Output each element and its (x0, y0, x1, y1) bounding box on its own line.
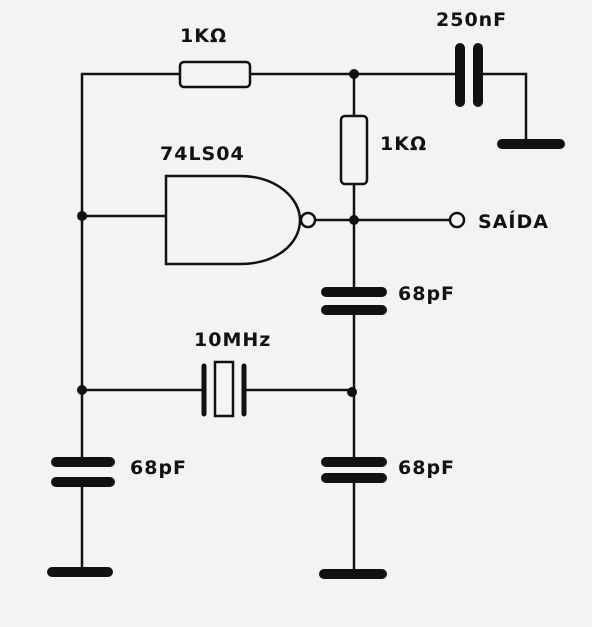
resistor-r2: 1KΩ (339, 114, 427, 186)
output-terminal-icon (448, 211, 466, 229)
wires (80, 72, 528, 574)
crystal-10mhz: 10MHz (194, 329, 271, 418)
crystal-label: 10MHz (194, 329, 271, 351)
resistor-r1: 1KΩ (178, 25, 252, 89)
inverter-bubble-icon (299, 211, 317, 229)
inverter-gate-label: 74LS04 (160, 143, 245, 165)
junction-top-right (349, 69, 359, 79)
junction-output (349, 215, 359, 225)
junction-crystal-right (347, 387, 357, 397)
output-terminal: SAÍDA (448, 210, 549, 233)
capacitor-68pf-right-label: 68pF (398, 457, 455, 479)
output-label: SAÍDA (478, 210, 549, 233)
capacitor-250nf: 250nF (436, 9, 507, 107)
resistor-r2-body (339, 114, 369, 186)
resistor-r1-label: 1KΩ (180, 25, 227, 47)
capacitor-68pf-right: 68pF (321, 457, 455, 483)
capacitor-68pf-mid: 68pF (321, 283, 455, 315)
capacitor-68pf-left-label: 68pF (130, 457, 187, 479)
resistor-r2-label: 1KΩ (380, 133, 427, 155)
capacitor-68pf-mid-label: 68pF (398, 283, 455, 305)
crystal-body (213, 360, 235, 418)
wire-cap250-ground (474, 72, 528, 142)
junction-left-gate (77, 211, 87, 221)
capacitor-250nf-label: 250nF (436, 9, 507, 31)
resistor-r1-body (178, 60, 252, 89)
inverter-gate: 74LS04 (160, 143, 317, 266)
junctions (77, 69, 359, 397)
junction-crystal-left (77, 385, 87, 395)
inverter-gate-body (164, 174, 302, 266)
capacitor-68pf-left: 68pF (51, 457, 187, 487)
